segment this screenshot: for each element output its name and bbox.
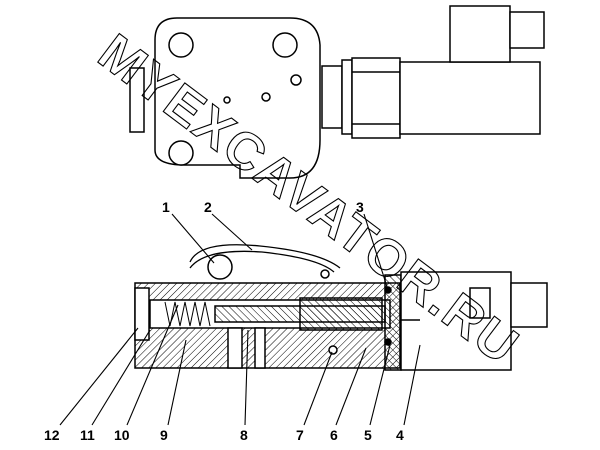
seal-right-bottom [384, 338, 392, 346]
lock-wire [189, 244, 341, 273]
callout-2: 2 [204, 199, 212, 215]
top-hole-2 [272, 32, 298, 58]
top-hole-5 [261, 92, 271, 102]
solenoid-connector [510, 282, 548, 328]
leader-lines [59, 213, 421, 426]
seal-bottom [328, 345, 338, 355]
top-hole-3 [168, 140, 194, 166]
left-plug [134, 287, 150, 341]
top-nut-2 [341, 59, 353, 135]
callout-11: 11 [80, 427, 95, 443]
callout-3: 3 [356, 199, 364, 215]
top-body-plate [154, 17, 321, 179]
spring [164, 301, 211, 327]
callout-8: 8 [240, 427, 248, 443]
callout-6: 6 [330, 427, 338, 443]
top-connector-plug [509, 11, 545, 49]
top-nut-1 [321, 65, 343, 129]
callout-7: 7 [296, 427, 304, 443]
section-view [134, 244, 548, 371]
solenoid [400, 271, 512, 371]
callout-12: 12 [44, 427, 60, 443]
seal-top [320, 269, 330, 279]
callout-9: 9 [160, 427, 168, 443]
top-solenoid [399, 61, 541, 135]
callout-10: 10 [114, 427, 130, 443]
top-nut-3 [351, 57, 401, 139]
callout-5: 5 [364, 427, 372, 443]
top-hole-6 [223, 96, 231, 104]
top-left-flange [129, 67, 145, 133]
callout-4: 4 [396, 427, 404, 443]
top-connector [449, 5, 511, 63]
top-hole-4 [290, 74, 302, 86]
top-view [129, 5, 545, 179]
screw-head [207, 254, 233, 280]
top-hole-1 [168, 32, 194, 58]
callout-1: 1 [162, 199, 170, 215]
